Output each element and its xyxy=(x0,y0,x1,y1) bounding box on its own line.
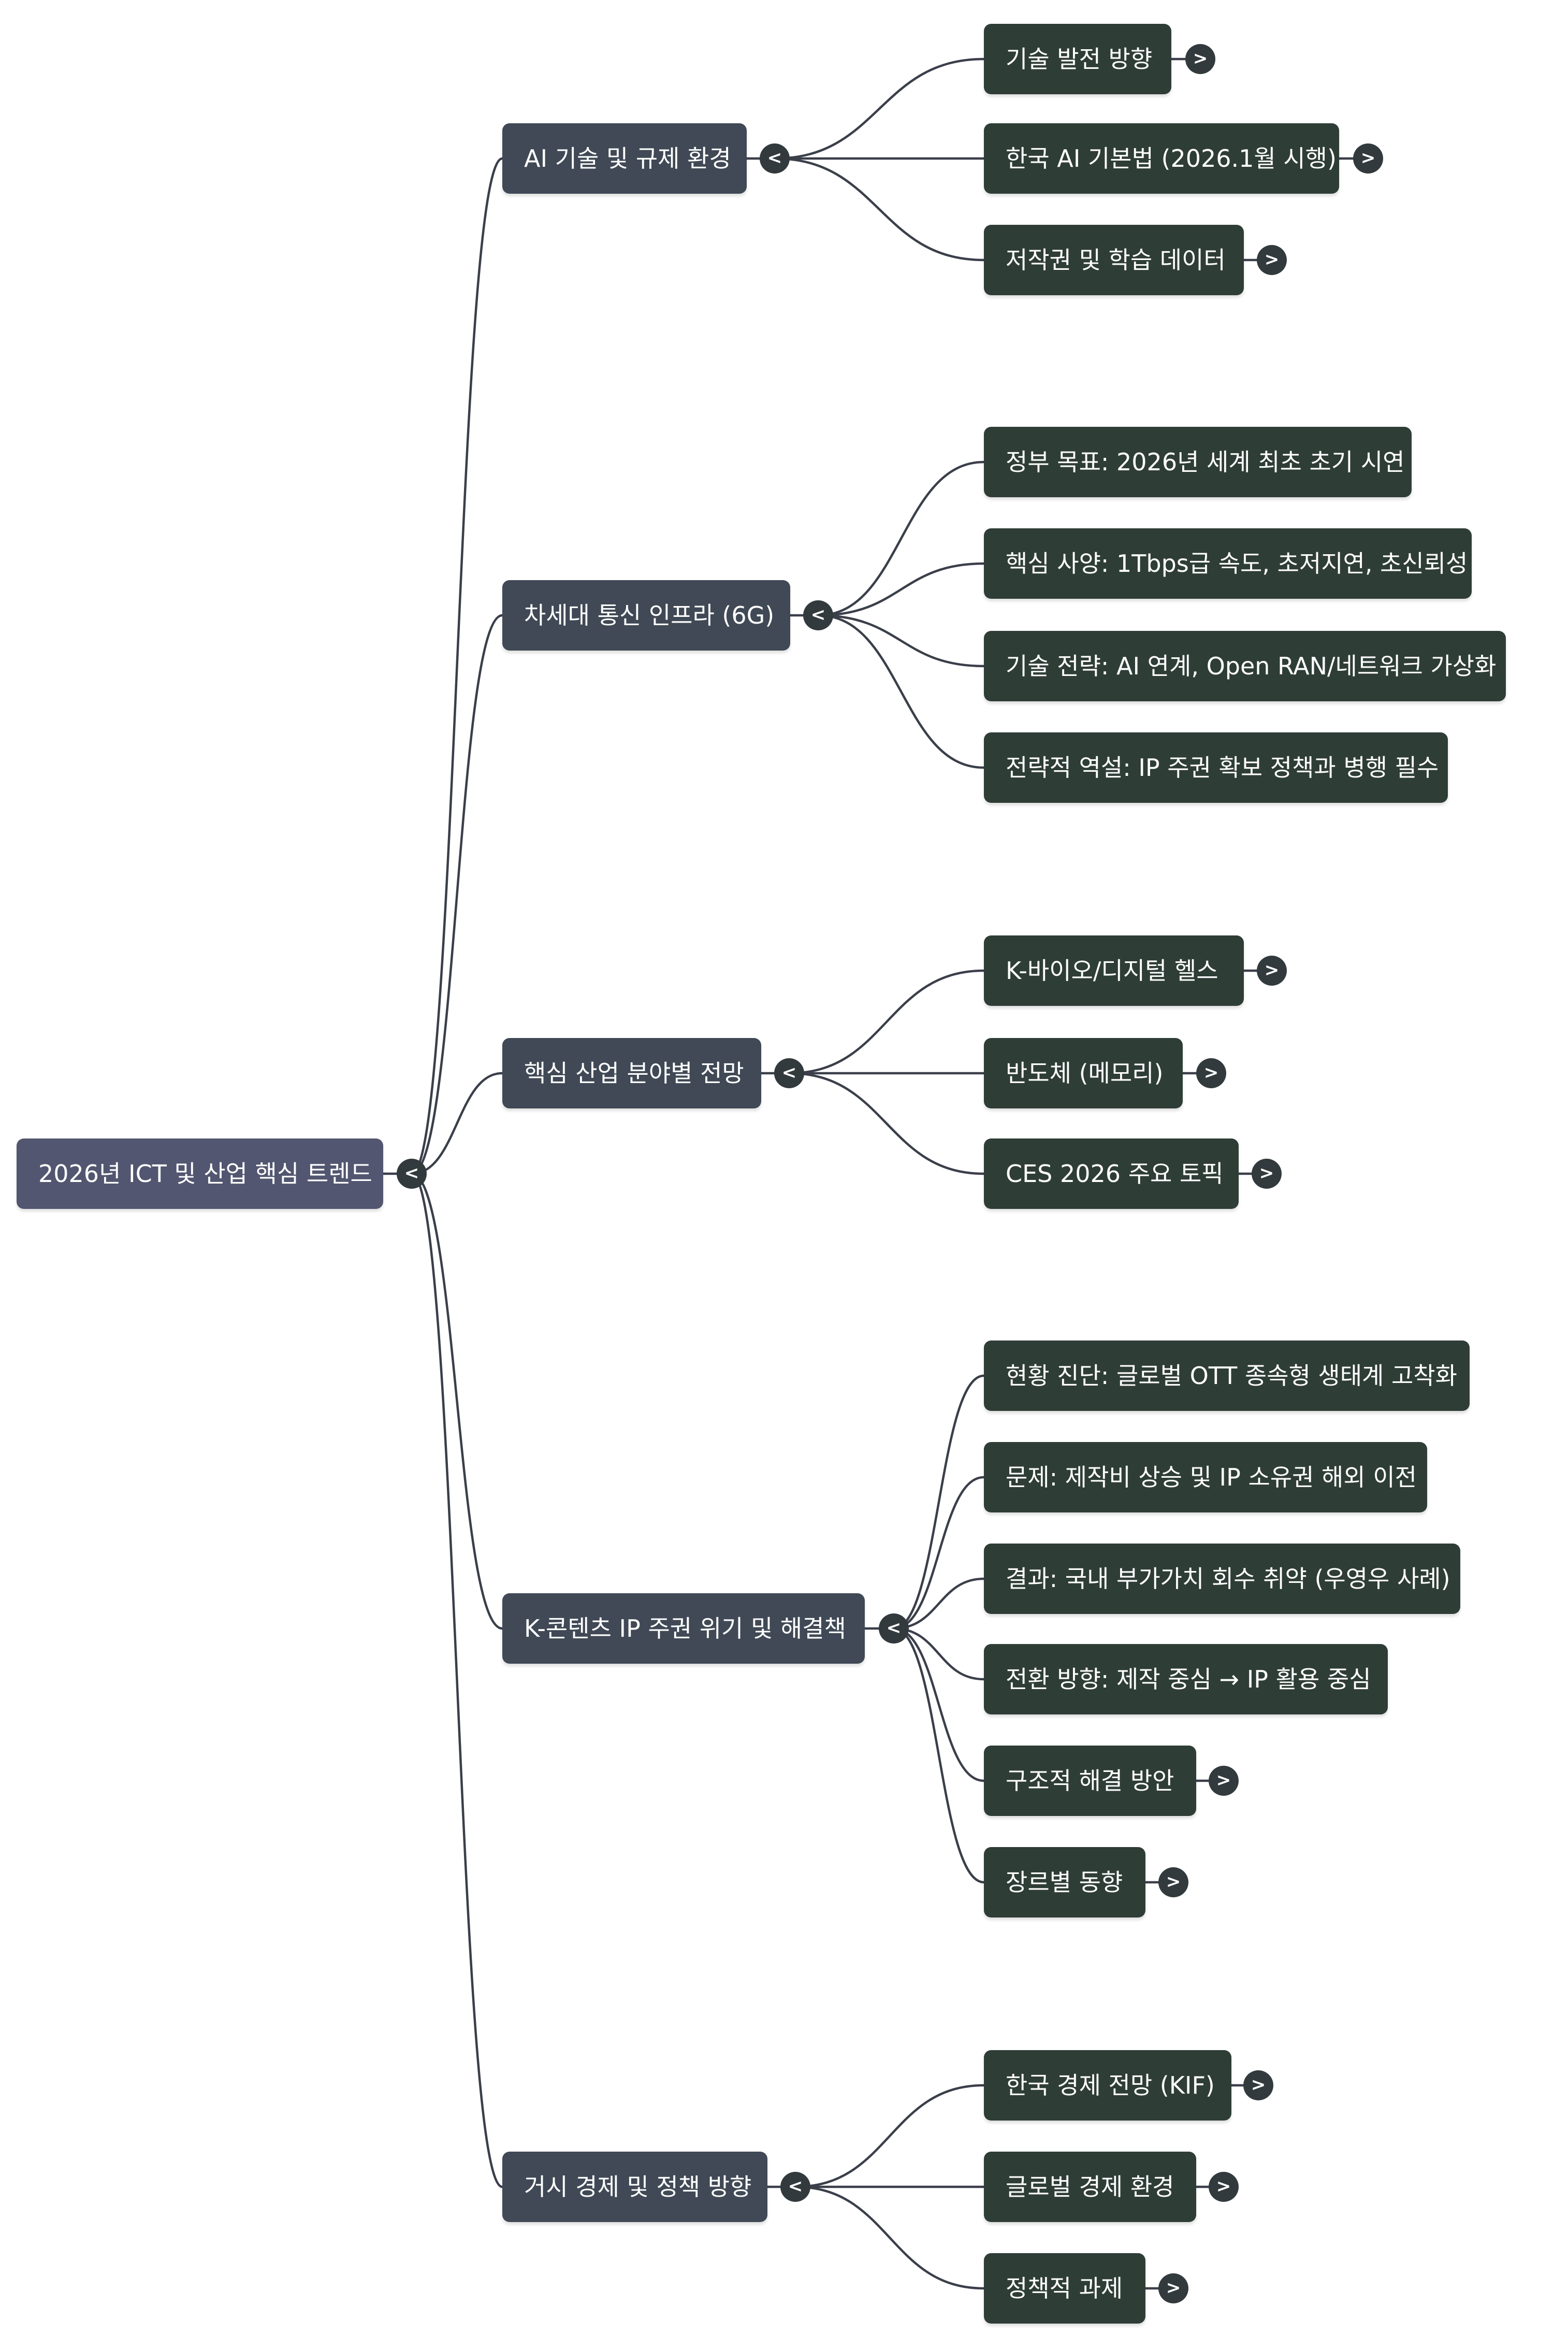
leaf-node[interactable]: 글로벌 경제 환경 xyxy=(984,2152,1196,2222)
connector-line xyxy=(818,614,984,668)
leaf-node[interactable]: 저작권 및 학습 데이터 xyxy=(984,225,1244,295)
connector-line xyxy=(789,969,984,1075)
connector-line xyxy=(411,1172,503,2188)
root-collapse-toggle[interactable]: < xyxy=(397,1159,427,1189)
leaf-node[interactable]: CES 2026 주요 토픽 xyxy=(984,1138,1239,1209)
leaf-expand-toggle[interactable]: > xyxy=(1353,143,1383,174)
connector-line xyxy=(893,1476,984,1630)
leaf-expand-toggle[interactable]: > xyxy=(1257,245,1287,275)
branch-collapse-toggle[interactable]: < xyxy=(774,1058,804,1088)
leaf-node: 기술 전략: AI 연계, Open RAN/네트워크 가상화 xyxy=(984,631,1506,701)
root-node[interactable]: 2026년 ICT 및 산업 핵심 트렌드 xyxy=(17,1138,383,1209)
leaf-node[interactable]: 한국 경제 전망 (KIF) xyxy=(984,2050,1231,2121)
connector-line xyxy=(411,157,503,1175)
connector-line xyxy=(893,1627,984,1884)
connector-line xyxy=(893,1374,984,1630)
leaf-node: 결과: 국내 부가가치 회수 취약 (우영우 사례) xyxy=(984,1544,1460,1614)
branch-node-ai-regulation[interactable]: AI 기술 및 규제 환경 xyxy=(502,123,747,194)
connector-line xyxy=(893,1577,984,1630)
connector-line xyxy=(795,2185,984,2290)
leaf-node[interactable]: 기술 발전 방향 xyxy=(984,24,1171,94)
leaf-node: 전략적 역설: IP 주권 확보 정책과 병행 필수 xyxy=(984,732,1448,803)
leaf-node[interactable]: 한국 AI 기본법 (2026.1월 시행) xyxy=(984,123,1339,194)
branch-collapse-toggle[interactable]: < xyxy=(760,143,790,174)
leaf-expand-toggle[interactable]: > xyxy=(1209,2172,1239,2202)
leaf-node: 전환 방향: 제작 중심 → IP 활용 중심 xyxy=(984,1644,1388,1714)
branch-node-industry-outlook[interactable]: 핵심 산업 분야별 전망 xyxy=(502,1038,761,1108)
leaf-node[interactable]: 장르별 동향 xyxy=(984,1847,1145,1918)
leaf-node: 문제: 제작비 상승 및 IP 소유권 해외 이전 xyxy=(984,1442,1427,1512)
leaf-node: 현황 진단: 글로벌 OTT 종속형 생태계 고착화 xyxy=(984,1340,1470,1411)
connector-line xyxy=(818,614,984,769)
connector-line xyxy=(411,1072,503,1175)
connector-line xyxy=(411,1172,503,1630)
leaf-node[interactable]: 정책적 과제 xyxy=(984,2253,1145,2324)
leaf-node: 정부 목표: 2026년 세계 최초 초기 시연 xyxy=(984,427,1412,497)
leaf-expand-toggle[interactable]: > xyxy=(1185,44,1215,74)
branch-node-kcontent-ip[interactable]: K-콘텐츠 IP 주권 위기 및 해결책 xyxy=(502,1593,865,1664)
connector-line xyxy=(789,1072,984,1175)
connector-line xyxy=(795,2084,984,2188)
connector-line xyxy=(818,562,984,617)
connector-line xyxy=(774,157,984,262)
leaf-expand-toggle[interactable]: > xyxy=(1196,1058,1226,1088)
leaf-node: 핵심 사양: 1Tbps급 속도, 초저지연, 초신뢰성 xyxy=(984,528,1472,599)
branch-node-6g-infra[interactable]: 차세대 통신 인프라 (6G) xyxy=(502,580,790,651)
connector-line xyxy=(893,1627,984,1681)
connector-line xyxy=(774,57,984,160)
branch-collapse-toggle[interactable]: < xyxy=(803,600,833,630)
branch-collapse-toggle[interactable]: < xyxy=(879,1613,909,1643)
branch-node-macro-policy[interactable]: 거시 경제 및 정책 방향 xyxy=(502,2152,767,2222)
leaf-node[interactable]: K-바이오/디지털 헬스 xyxy=(984,935,1244,1006)
connector-line xyxy=(893,1627,984,1782)
leaf-expand-toggle[interactable]: > xyxy=(1158,1867,1188,1897)
leaf-expand-toggle[interactable]: > xyxy=(1243,2070,1273,2100)
leaf-expand-toggle[interactable]: > xyxy=(1158,2273,1188,2303)
connector-line xyxy=(818,460,984,617)
leaf-node[interactable]: 반도체 (메모리) xyxy=(984,1038,1183,1108)
leaf-expand-toggle[interactable]: > xyxy=(1257,956,1287,986)
leaf-node[interactable]: 구조적 해결 방안 xyxy=(984,1746,1196,1816)
branch-collapse-toggle[interactable]: < xyxy=(780,2172,810,2202)
connector-line xyxy=(411,614,503,1175)
leaf-expand-toggle[interactable]: > xyxy=(1252,1159,1282,1189)
leaf-expand-toggle[interactable]: > xyxy=(1209,1766,1239,1796)
